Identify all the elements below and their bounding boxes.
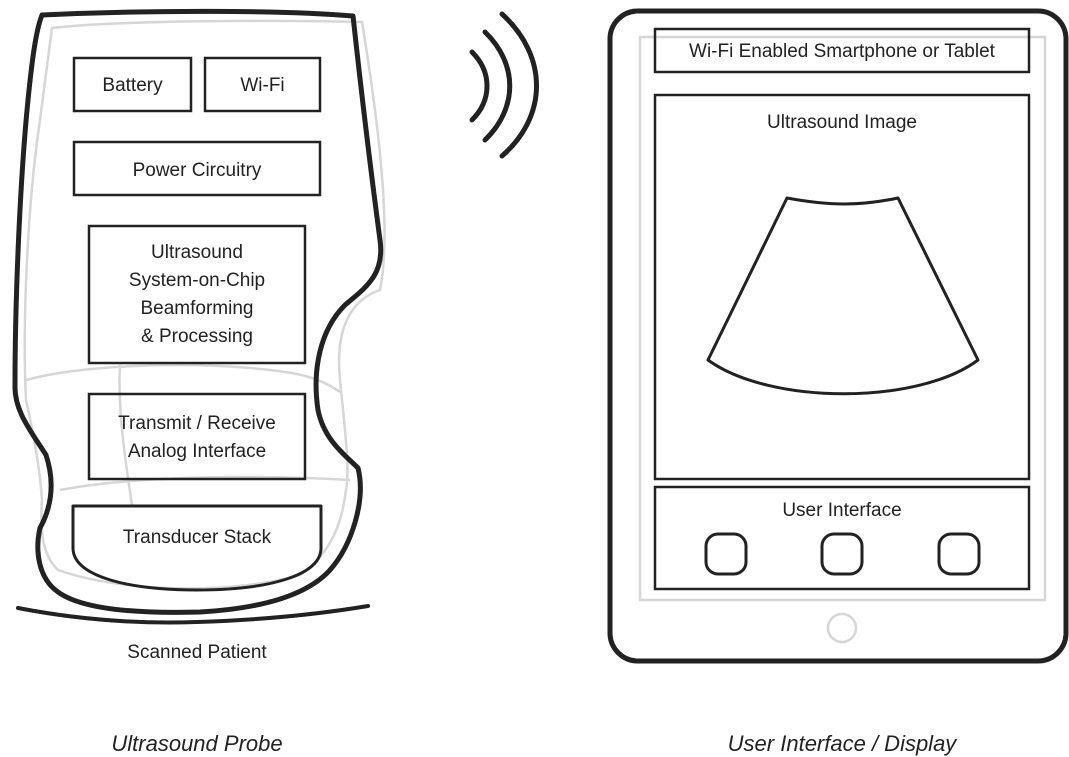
user-interface-label: User Interface: [782, 500, 901, 521]
probe-body: [12, 8, 384, 615]
ui-button-left[interactable]: [704, 532, 748, 576]
display-caption: User Interface / Display: [728, 731, 959, 756]
power-circuitry-box: [72, 140, 322, 197]
ultrasound-sector-shape: [706, 196, 980, 396]
power-circuitry-label: Power Circuitry: [133, 160, 262, 181]
transducer-stack-shape: [71, 504, 323, 592]
device-title-label: Wi-Fi Enabled Smartphone or Tablet: [689, 41, 996, 62]
tablet-frame: [607, 8, 1069, 664]
probe-caption: Ultrasound Probe: [111, 731, 282, 756]
probe-inner-seam-2: [59, 475, 351, 492]
battery-box: [72, 56, 193, 113]
soc-label-line-1: Ultrasound: [151, 242, 243, 263]
probe-inner-outline: [23, 19, 386, 590]
tx-rx-label-line-1: Transmit / Receive: [118, 413, 276, 434]
wireless-signal-icon: [469, 11, 539, 159]
probe-inner-seam-3: [118, 364, 134, 506]
ui-button-right[interactable]: [937, 532, 981, 576]
soc-label-line-3: Beamforming: [141, 298, 254, 319]
ultrasound-image-panel: [653, 93, 1031, 481]
soc-label-line-2: System-on-Chip: [129, 270, 265, 291]
ultrasound-probe: Battery Wi-Fi Power Circuitry Ultrasound…: [12, 8, 386, 756]
soc-label-line-4: & Processing: [141, 326, 253, 347]
scanned-patient-label: Scanned Patient: [127, 642, 267, 663]
tx-rx-label-line-2: Analog Interface: [128, 441, 266, 462]
device-title-box: [653, 27, 1031, 74]
soc-box: [87, 224, 307, 365]
probe-inner-seam: [25, 363, 341, 394]
tablet-screen-outline: [638, 35, 1047, 602]
tablet-device: Wi-Fi Enabled Smartphone or Tablet Ultra…: [607, 8, 1069, 756]
ui-button-center[interactable]: [820, 532, 864, 576]
battery-label: Battery: [102, 75, 163, 96]
tx-rx-box: [87, 392, 307, 481]
user-interface-panel: [653, 485, 1031, 591]
ultrasound-image-label: Ultrasound Image: [767, 112, 917, 133]
home-button-icon[interactable]: [826, 612, 858, 644]
patient-surface-line: [16, 604, 370, 625]
transducer-stack-label: Transducer Stack: [123, 527, 272, 548]
wifi-box: [203, 56, 322, 113]
wifi-label: Wi-Fi: [240, 75, 284, 96]
